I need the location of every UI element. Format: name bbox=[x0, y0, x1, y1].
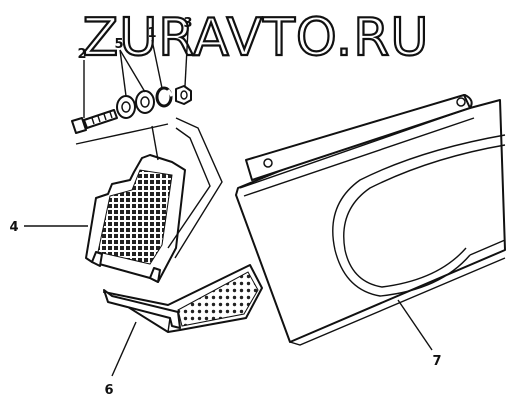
part-2-bolt bbox=[71, 109, 118, 134]
callout-5: 5 bbox=[114, 37, 123, 52]
part-5-washers bbox=[116, 90, 155, 119]
leader-lines bbox=[24, 29, 433, 377]
part-6-step-plate bbox=[103, 264, 263, 333]
callout-1: 1 bbox=[147, 26, 156, 41]
callout-4: 4 bbox=[9, 220, 18, 235]
part-3-nut bbox=[175, 85, 192, 105]
part-7-side-panel bbox=[235, 94, 506, 346]
part-1-spring-washer bbox=[155, 86, 174, 108]
callout-6: 6 bbox=[104, 383, 113, 398]
callout-3: 3 bbox=[183, 16, 192, 31]
assembly-guide-lines bbox=[75, 117, 223, 259]
callout-7: 7 bbox=[432, 354, 441, 369]
callout-2: 2 bbox=[77, 47, 86, 62]
watermark-text: ZURAVTO.RU bbox=[83, 8, 430, 68]
part-4-mud-flap bbox=[85, 154, 186, 283]
